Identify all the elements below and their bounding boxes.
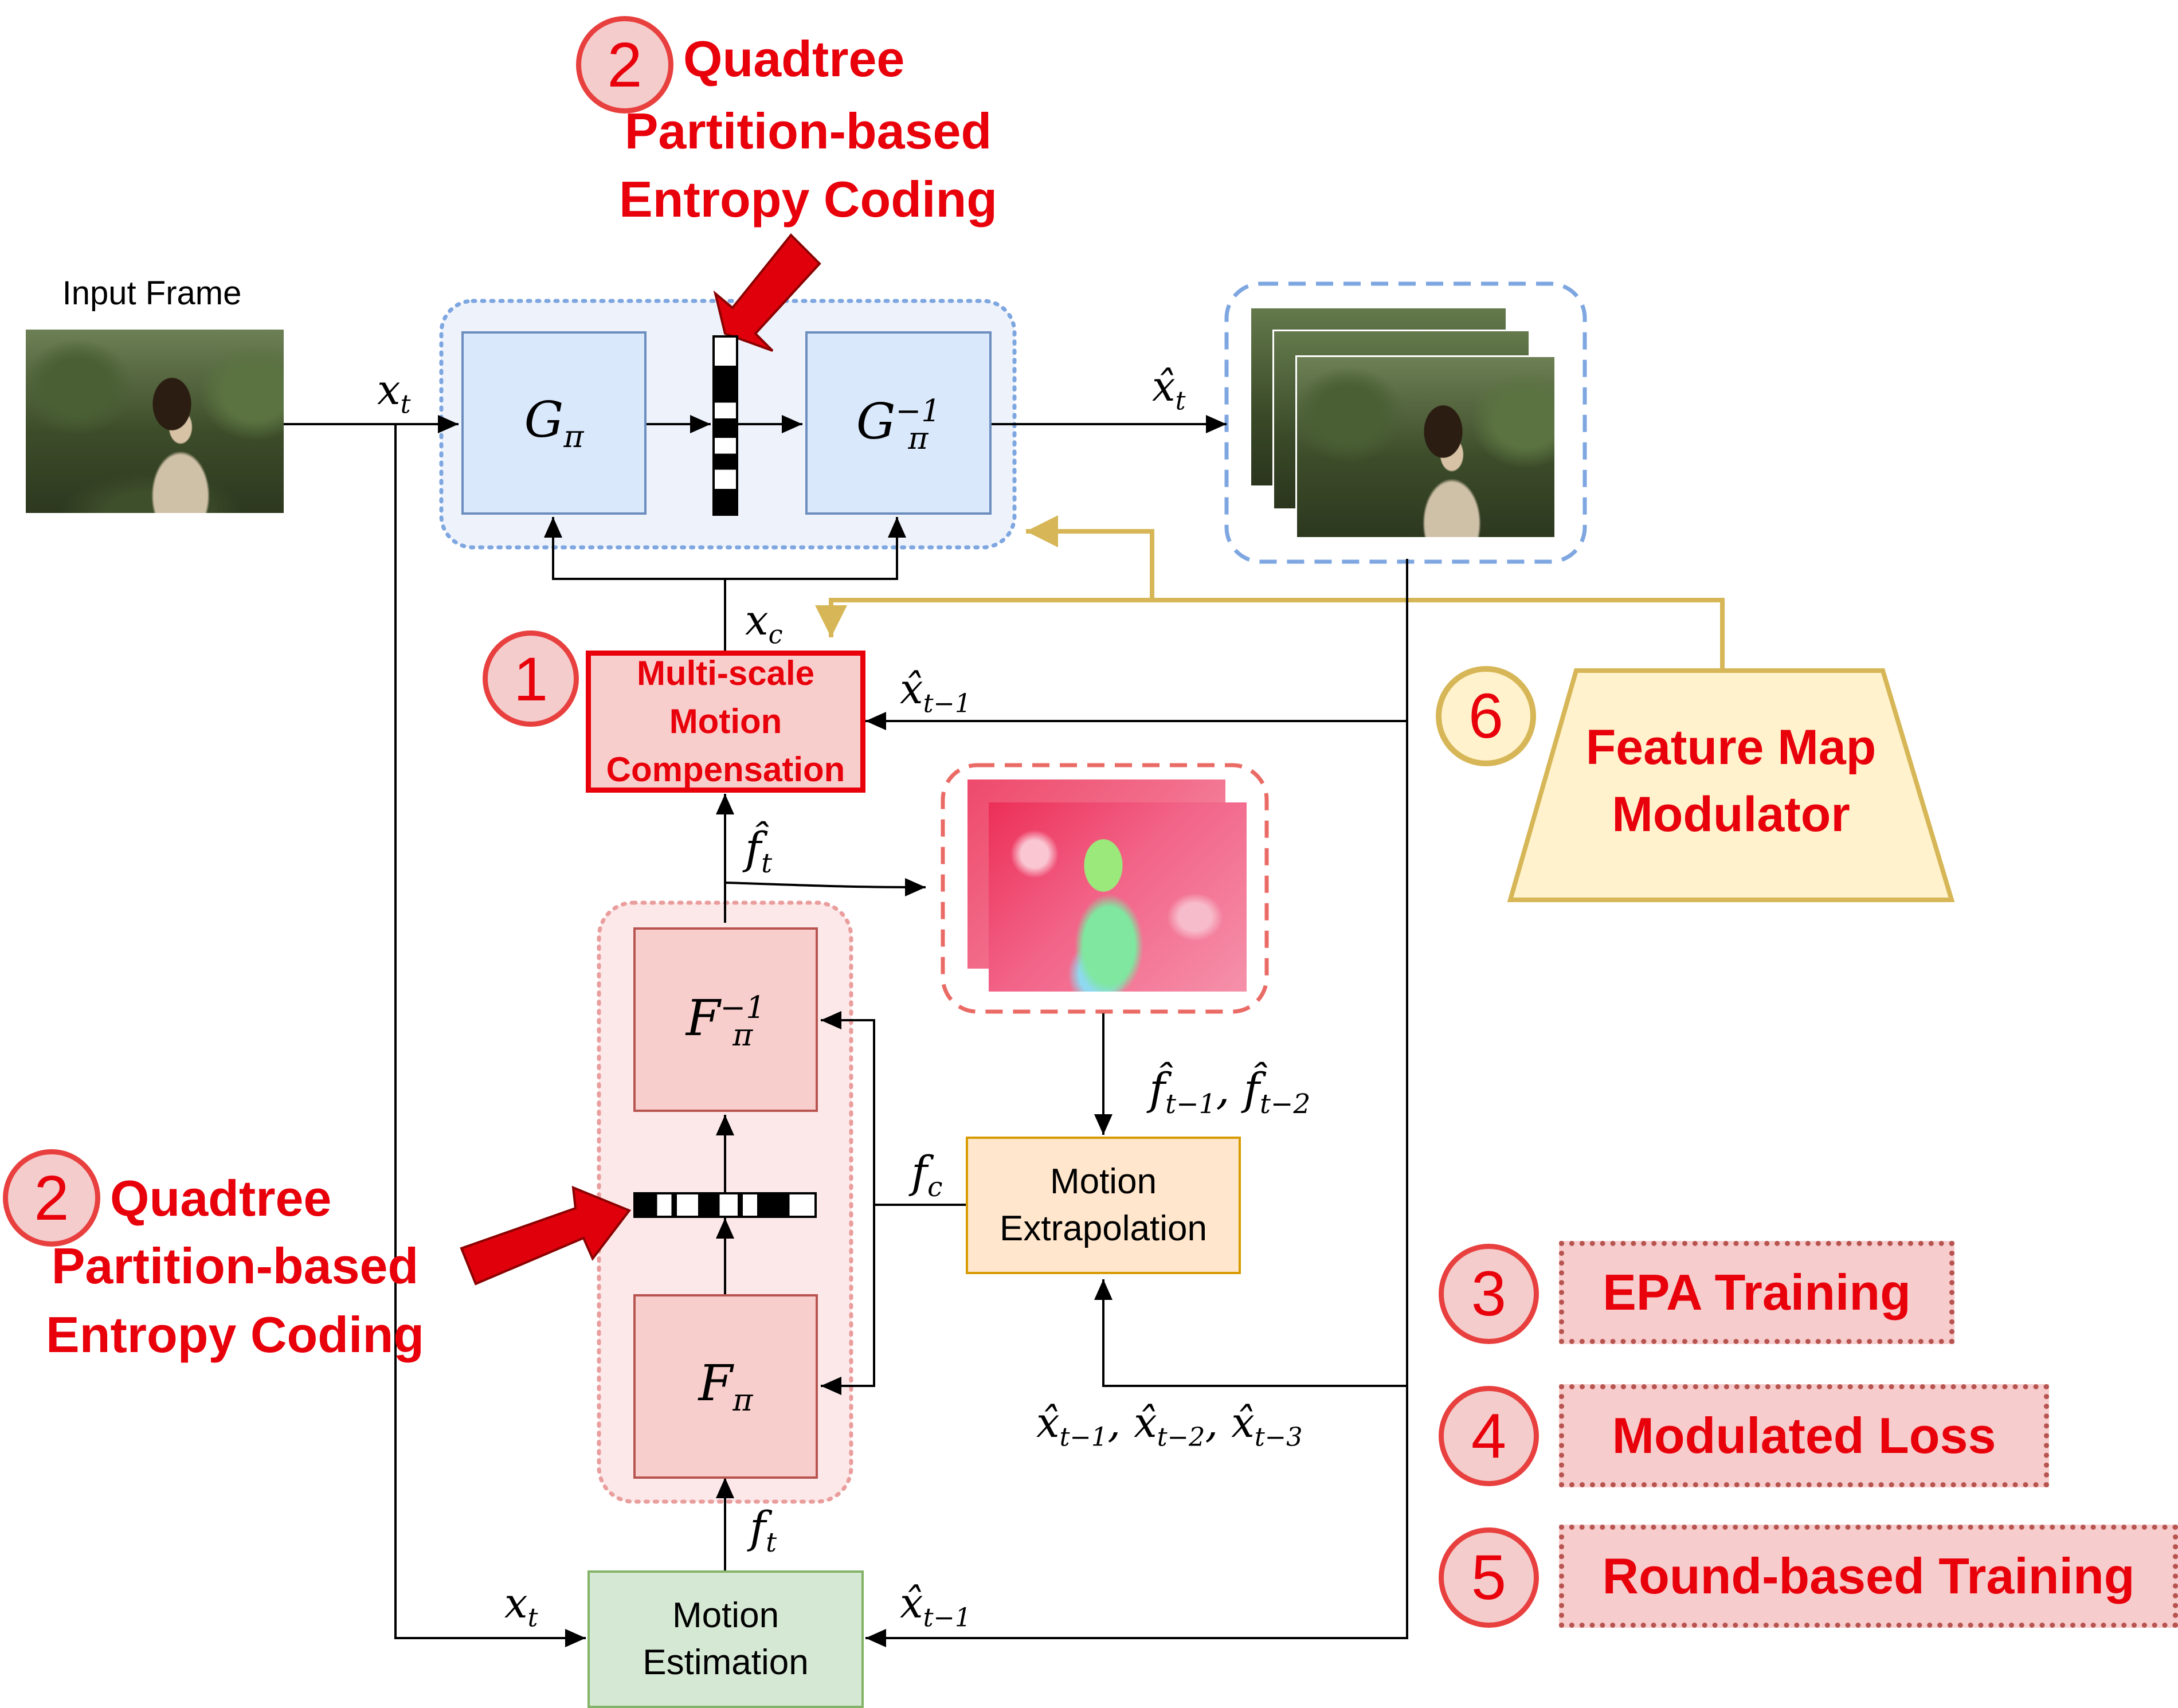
motion-estimation-line1: Motion [672,1596,779,1635]
f-pi-inv-base: F [685,989,720,1047]
multi-scale-motion-compensation: Multi-scale Motion Compensation [586,651,865,793]
qpec-top-line1: Quadtree [683,30,905,87]
legend-tag-epa-training: EPA Training [1559,1241,1954,1344]
f-pi-inv-sub: π [732,1017,753,1053]
g-pi-inv-sub: π [908,421,929,457]
mmc-line1: Multi-scale [636,654,815,692]
feature-map-modulator-shape [1507,668,1955,902]
legend-label-5: Round-based Training [1602,1548,2135,1604]
g-pi-sub: π [563,419,584,455]
red-arrow-top [713,233,821,352]
f-pi-base: F [698,1354,733,1412]
qpec-top-number: 2 [607,29,643,100]
mmc-line3: Compensation [606,750,845,789]
legend-number-4: 4 [1471,1401,1507,1471]
motion-estimation-line2: Estimation [643,1643,809,1682]
qpec-left-line1: Quadtree [110,1170,332,1227]
flow-encoder-f-pi: Fπ [633,1294,818,1479]
legend-label-4: Modulated Loss [1612,1407,1996,1464]
label-x-hat-t-minus-1-mmc: x̂t−1 [900,665,972,719]
qpec-top-line3: Entropy Coding [619,171,997,228]
label-x-t-bottom: xt [504,1579,538,1633]
legend-badge-3: 3 [1439,1244,1539,1344]
fmm-line1: Feature Map [1585,720,1877,775]
input-frame-image [26,330,284,513]
legend-number-5: 5 [1471,1542,1507,1613]
qpec-top-line2: Partition-based [624,103,992,159]
encoder-g-pi: Gπ [461,331,647,515]
legend-tag-modulated-loss: Modulated Loss [1559,1384,2049,1487]
label-f-hat-t: f̂t [745,822,773,880]
f-pi-sub: π [732,1382,753,1419]
motion-estimation: Motion Estimation [587,1570,864,1708]
red-arrow-left [460,1185,632,1286]
motion-extrapolation-line1: Motion [1049,1162,1157,1201]
legend-badge-5: 5 [1439,1527,1539,1628]
fmm-number: 6 [1468,681,1504,751]
fmm-line2: Modulator [1612,787,1850,842]
label-x-t-top: xt [377,366,411,420]
red-pointer-arrows [460,233,821,1286]
f-pi-inv-sup: −1 [720,990,766,1026]
motion-extrapolation: Motion Extrapolation [966,1137,1241,1274]
qpec-left-line2: Partition-based [51,1237,419,1294]
flow-map-front [989,802,1247,992]
input-frame-label: Input Frame [62,275,242,312]
label-f-t: ft [750,1502,777,1559]
flow-latent-bitstream [633,1192,817,1218]
qpec-top-badge: 2 [576,16,673,113]
label-x-c: xc [745,596,783,650]
g-pi-inv-base: G [856,393,896,450]
qpec-left-line3: Entropy Coding [46,1306,424,1363]
label-f-c: fc [911,1146,943,1204]
label-x-hat-triple: x̂t−1, x̂t−2, x̂t−3 [1036,1398,1303,1452]
label-x-hat-t: x̂t [1152,362,1186,416]
mmc-number: 1 [513,644,549,714]
output-frame-front [1295,355,1556,539]
label-f-hat-t1-t2: f̂t−1, f̂t−2 [1149,1063,1311,1121]
legend-number-3: 3 [1471,1259,1507,1329]
legend-tag-round-based-training: Round-based Training [1559,1525,2178,1628]
motion-extrapolation-line2: Extrapolation [1000,1209,1207,1248]
label-x-hat-t-minus-1-bottom: x̂t−1 [900,1579,972,1633]
mmc-line2: Motion [669,702,782,741]
image-latent-bitstream [712,335,738,516]
qpec-left-number: 2 [34,1162,69,1233]
legend-label-3: EPA Training [1603,1264,1911,1321]
fmm-badge: 6 [1436,666,1536,766]
legend-badge-4: 4 [1439,1386,1539,1486]
mmc-badge: 1 [483,630,579,727]
g-pi-inv-sup: −1 [895,393,941,429]
g-pi-base: G [524,391,564,449]
qpec-left-badge: 2 [3,1149,100,1247]
